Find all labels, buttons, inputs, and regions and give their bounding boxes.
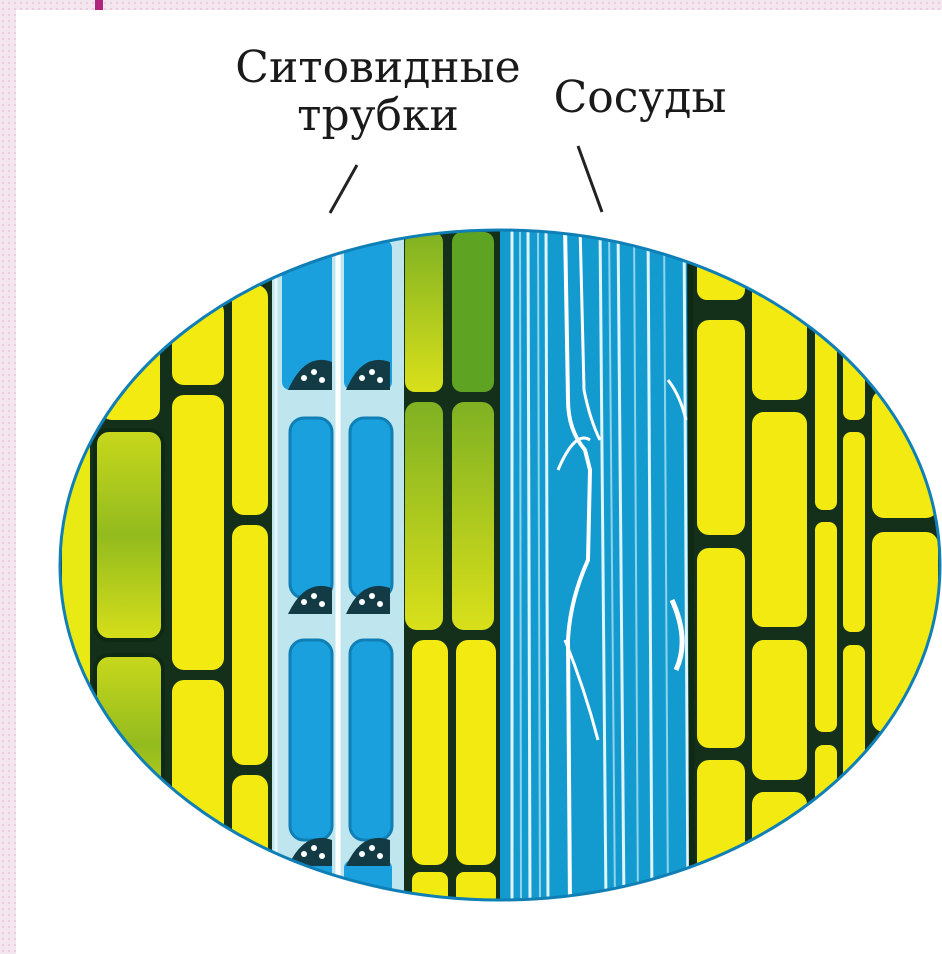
sieve-tubes (272, 225, 400, 905)
sieve-tubes-pointer (330, 165, 357, 213)
sieve-tubes-label-line2: трубки (218, 92, 538, 140)
sieve-tubes-label: Ситовидные трубки (218, 44, 538, 140)
sieve-tubes-label-line1: Ситовидные (218, 44, 538, 92)
vessels-pointer (578, 146, 602, 212)
vessels-label: Сосуды (540, 74, 740, 122)
vessels (500, 225, 692, 905)
right-parenchyma (697, 240, 938, 905)
